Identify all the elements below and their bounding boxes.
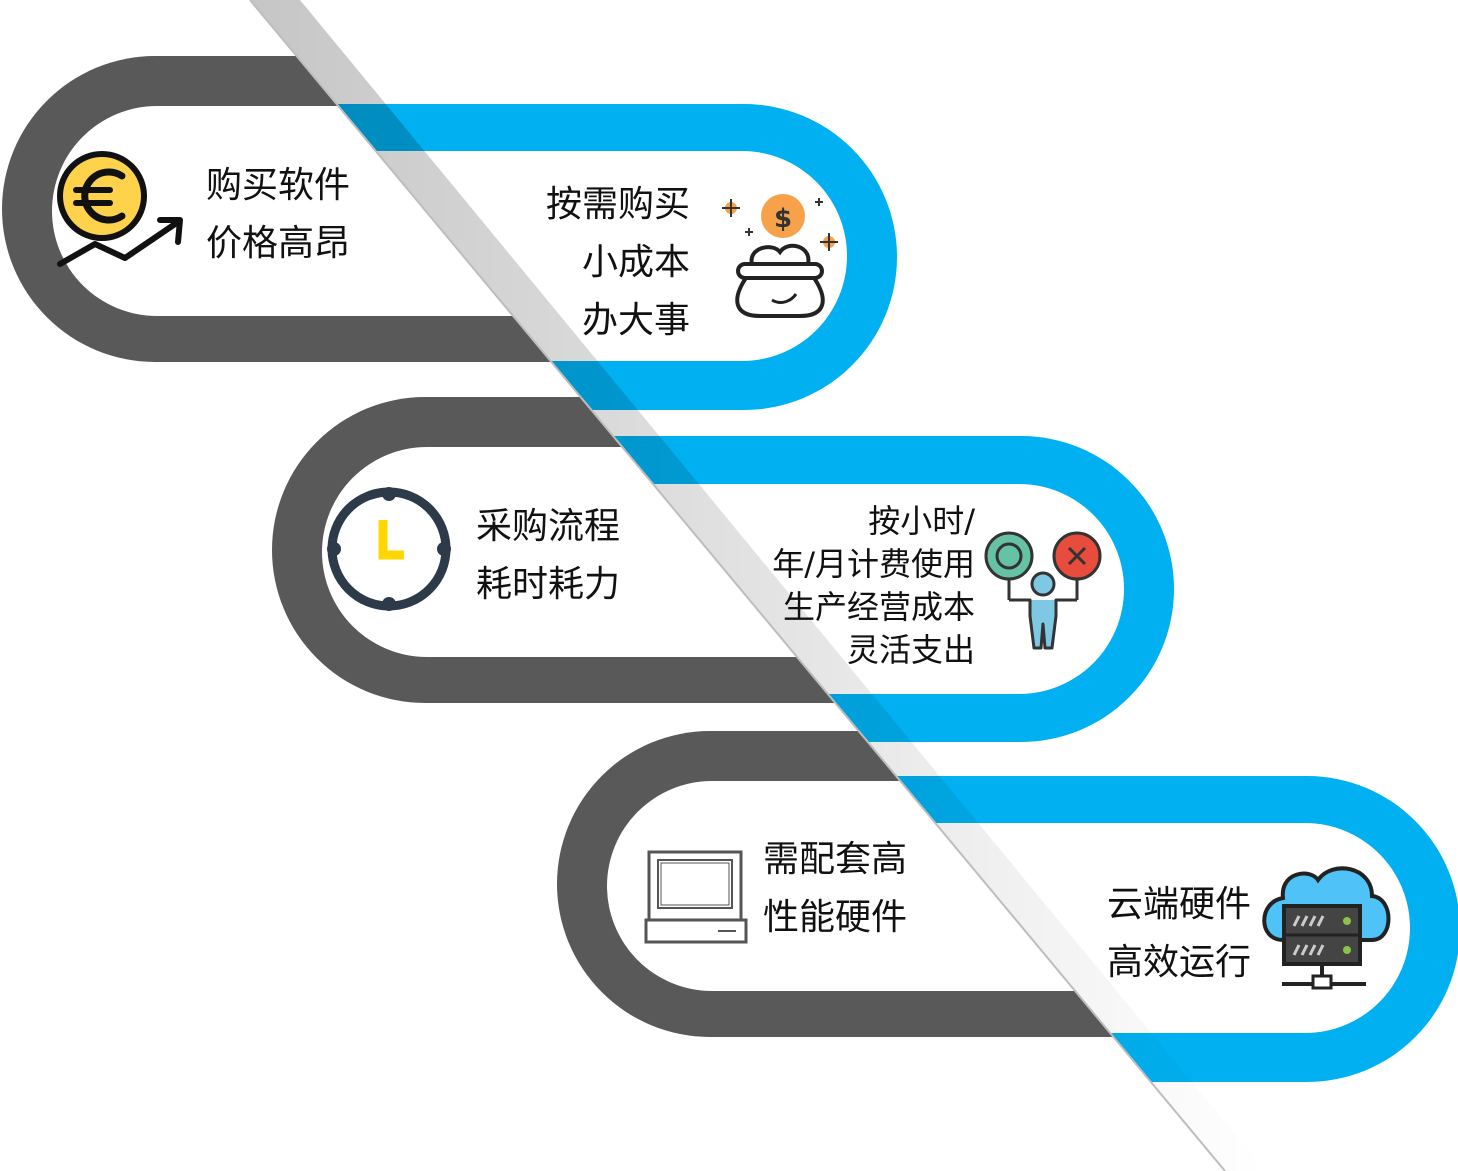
person-choice-icon [984,531,1102,650]
row3-left-text: 需配套高 性能硬件 [763,831,907,947]
text-line: 办大事 [581,300,690,341]
text-line: 购买软件 [206,165,351,206]
text-line: 高效运行 [1106,942,1251,983]
text-line: 需配套高 [763,839,908,880]
svg-text:$: $ [774,204,792,234]
text-line: 耗时耗力 [476,564,621,605]
text-line: 价格高昂 [206,223,351,264]
euro-price-up-icon [57,151,183,267]
row2-right-text: 按小时/ 年/月计费使用 生产经营成本 灵活支出 [772,500,975,672]
clock-icon [327,487,451,611]
row1-right-text: 按需购买 小成本 办大事 [546,176,690,350]
text-line: 性能硬件 [763,897,908,938]
row2-left-text: 采购流程 耗时耗力 [476,498,620,614]
row3-right-text: 云端硬件 高效运行 [1107,876,1251,992]
text-line: 生产经营成本 [782,588,975,626]
text-line: 云端硬件 [1106,884,1251,925]
text-line: 灵活支出 [846,631,975,669]
computer-icon [644,850,748,944]
row1-left-text: 购买软件 价格高昂 [206,157,350,273]
money-pot-icon: $ [722,194,838,318]
text-line: 小成本 [581,242,690,283]
diagonal-shadow [250,0,1265,1171]
text-line: 按小时/ [868,502,975,540]
cloud-server-icon [1262,866,1391,990]
text-line: 按需购买 [545,184,690,225]
text-line: 采购流程 [476,506,621,547]
text-line: 年/月计费使用 [772,545,975,583]
diagonal-edge [249,0,1226,1171]
